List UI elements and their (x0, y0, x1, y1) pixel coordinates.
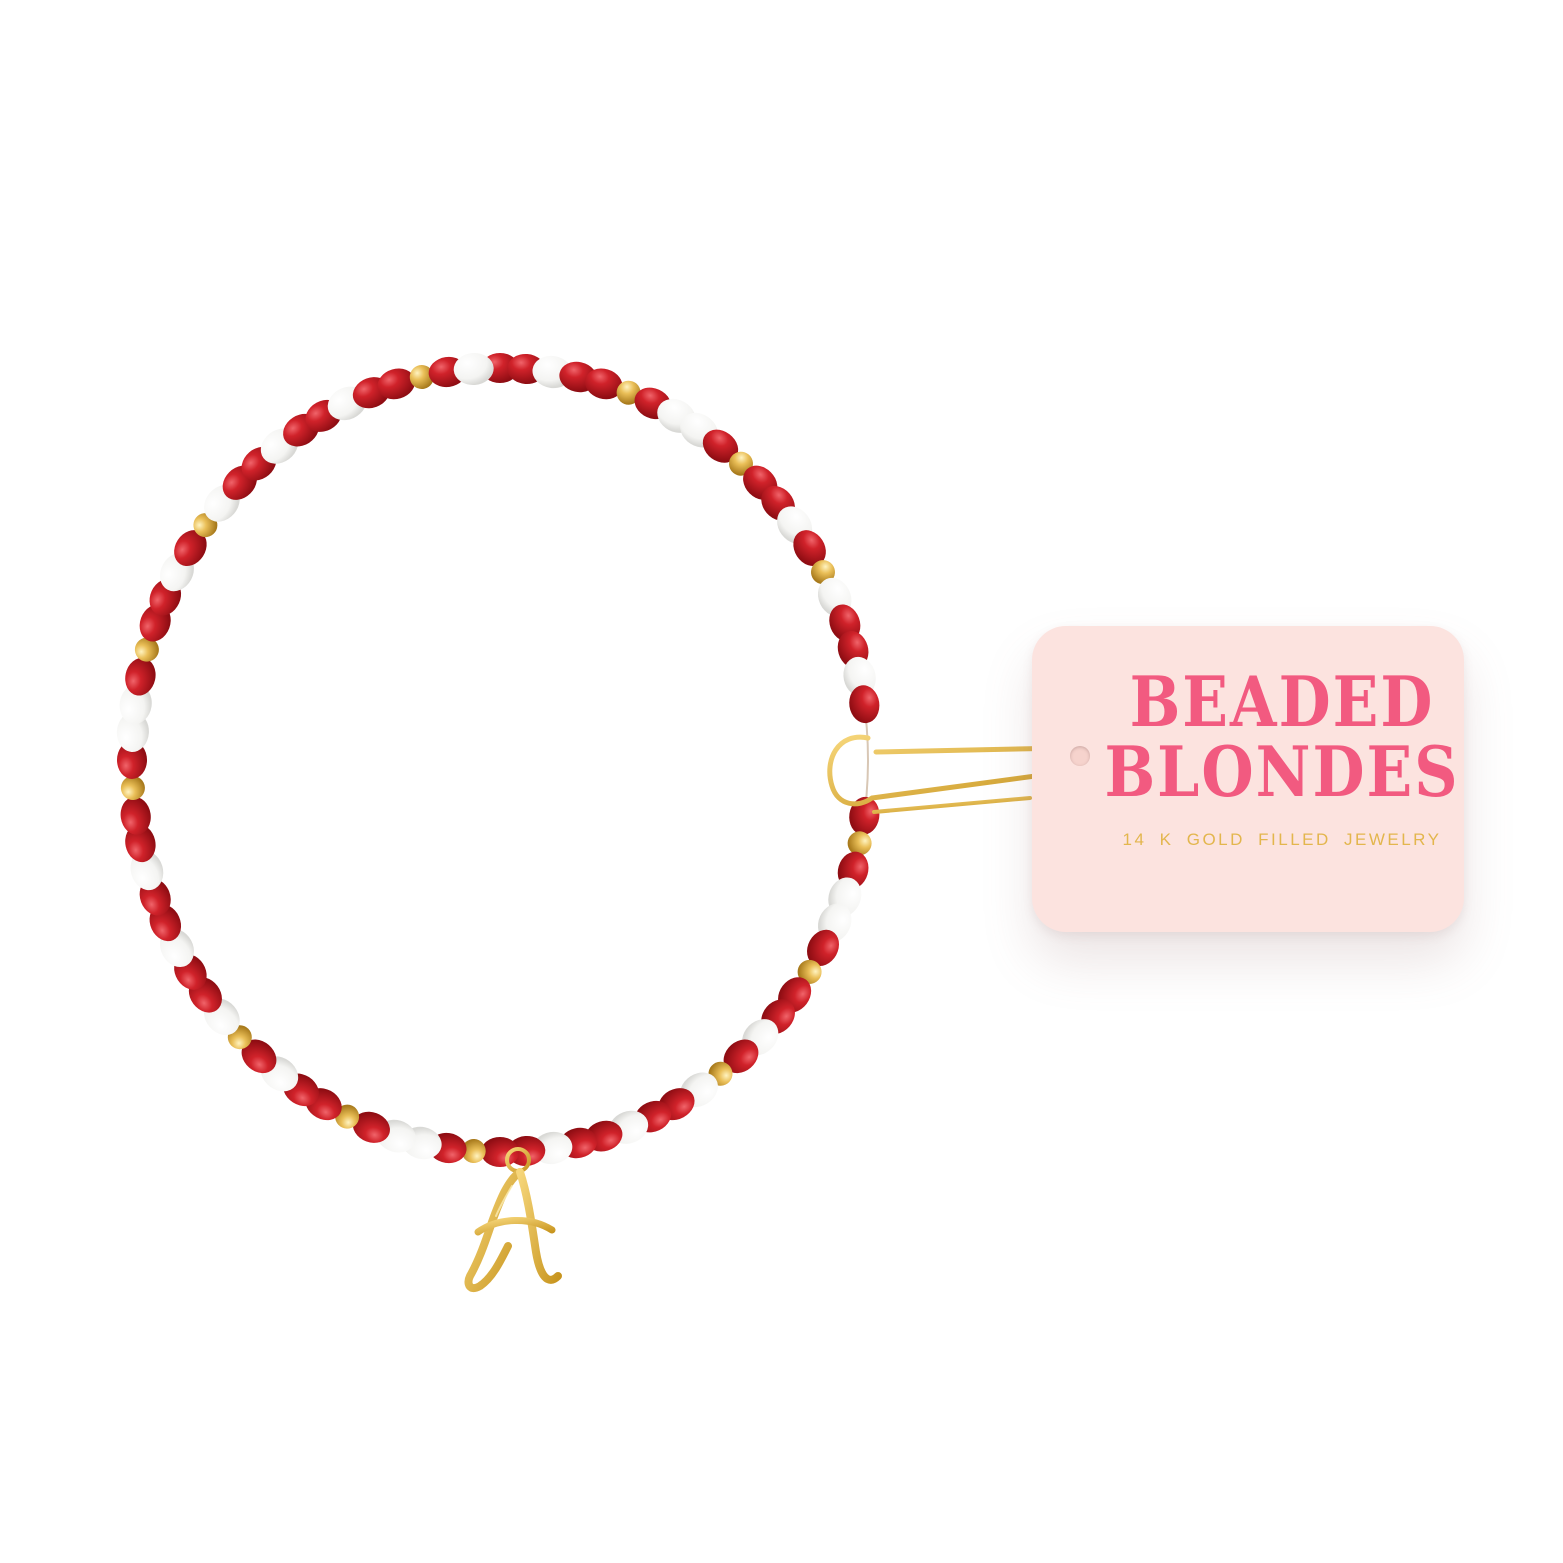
brand-tag: BEADED BLONDES 14 K GOLD FILLED JEWELRY (1032, 626, 1464, 932)
red-bead (793, 530, 826, 567)
tag-subtitle: 14 K GOLD FILLED JEWELRY (1122, 830, 1442, 849)
red-bead (584, 368, 623, 400)
gold-bead (134, 637, 159, 662)
red-bead (702, 429, 739, 463)
red-bead (481, 1137, 519, 1167)
brand-name-line-2: BLONDES (1104, 732, 1460, 814)
gold-bead (461, 1139, 486, 1164)
red-bead (117, 741, 147, 779)
gold-bead (409, 365, 434, 389)
gold-bead (797, 959, 822, 984)
red-bead (377, 368, 416, 400)
red-bead (125, 657, 156, 696)
tag-wire-lower (872, 796, 1032, 814)
red-bead (241, 1039, 277, 1074)
red-bead (352, 1111, 390, 1143)
red-bead (174, 530, 207, 567)
gold-bead (120, 776, 145, 800)
brand-name-line-1: BEADED (1129, 662, 1435, 744)
red-bead (849, 685, 880, 724)
red-bead (806, 929, 840, 967)
gold-bead (616, 380, 641, 405)
red-bead (723, 1039, 759, 1074)
red-bead (120, 796, 151, 835)
gold-bead (811, 560, 835, 585)
bead-ring (116, 352, 880, 1167)
letter-a-charm (464, 1168, 562, 1293)
gold-bead (847, 831, 872, 856)
white-bead (453, 352, 494, 386)
tag-hole (1070, 746, 1090, 766)
